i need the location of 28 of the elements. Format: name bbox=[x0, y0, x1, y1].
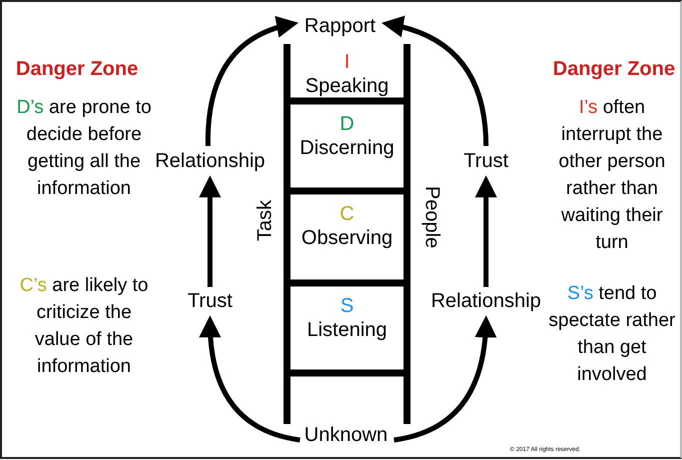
ladder-step-label: Listening bbox=[306, 318, 388, 342]
style-letter: I bbox=[344, 50, 350, 74]
arrow bbox=[199, 175, 221, 287]
ladder-step-label: Speaking bbox=[305, 74, 389, 98]
note-text: S’s tend to spectate rather than get involved bbox=[548, 282, 676, 387]
note-text: I’s often interrupt the other person rather than waiting their turn bbox=[558, 96, 666, 255]
stage-label: Trust bbox=[458, 149, 514, 177]
axis-label: People bbox=[420, 186, 444, 248]
style-letter: C bbox=[340, 202, 354, 226]
stage-label: Relationship bbox=[152, 149, 268, 177]
stage-label: Relationship bbox=[428, 289, 544, 317]
style-letter: S bbox=[340, 294, 354, 318]
stage-label: Trust bbox=[182, 289, 238, 317]
arrow bbox=[475, 175, 497, 287]
arrow bbox=[382, 16, 488, 146]
arrow bbox=[394, 315, 496, 442]
arrow bbox=[206, 16, 298, 146]
ladder-step-label: Discerning bbox=[300, 136, 394, 160]
warning-heading: Danger Zone bbox=[14, 57, 140, 82]
warning-heading: Danger Zone bbox=[552, 57, 676, 82]
stage-label: Rapport bbox=[296, 14, 384, 42]
ladder-step-label: Observing bbox=[301, 226, 393, 250]
stage-label: Unknown bbox=[300, 423, 392, 451]
note-text: C’s are likely to criticize the value of the information bbox=[18, 274, 150, 379]
arrow bbox=[200, 315, 300, 442]
style-letter: D bbox=[340, 112, 354, 136]
note-text: D’s are prone to decide before getting all the information bbox=[16, 96, 152, 201]
axis-label: Task bbox=[253, 200, 277, 242]
